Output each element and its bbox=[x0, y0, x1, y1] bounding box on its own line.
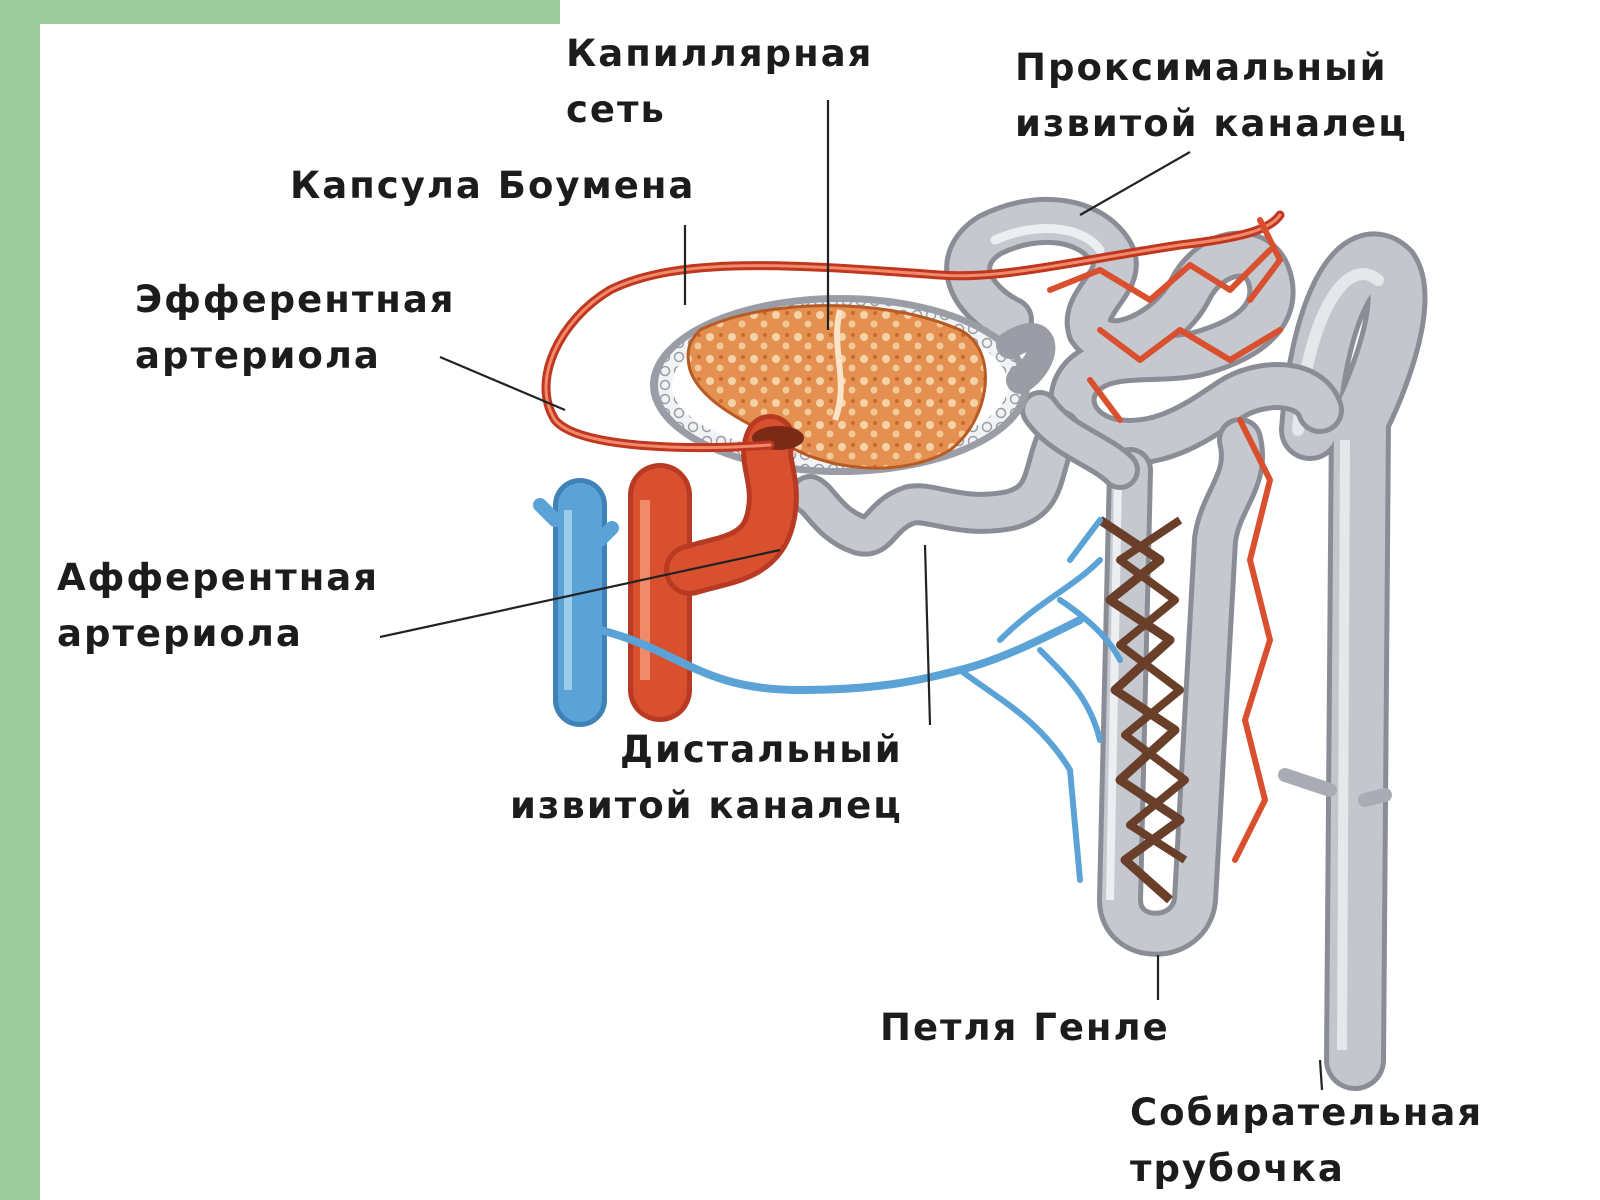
label-loop-of-henle-line1: Петля Генле bbox=[880, 1006, 1170, 1049]
label-proximal-tubule: Проксимальный извитой каналец bbox=[1015, 40, 1408, 152]
label-collecting-duct-line2: трубочка bbox=[1130, 1147, 1345, 1190]
collecting-duct bbox=[1278, 231, 1428, 1091]
label-proximal-tubule-line2: извитой каналец bbox=[1015, 102, 1408, 145]
leader-efferent-arteriole bbox=[439, 355, 566, 412]
renal-vein bbox=[533, 478, 619, 727]
label-distal-tubule: Дистальный извитой каналец bbox=[495, 722, 903, 834]
peritubular-arterial-capillaries bbox=[1047, 217, 1283, 863]
label-distal-tubule-line2: извитой каналец bbox=[510, 784, 903, 827]
label-efferent-arteriole-line1: Эфферентная bbox=[135, 278, 456, 321]
label-distal-tubule-line1: Дистальный bbox=[620, 728, 903, 771]
distal-convoluted-tubule bbox=[789, 390, 1140, 557]
green-frame-left bbox=[0, 0, 40, 1200]
label-capillary-net-line1: Капиллярная bbox=[566, 32, 874, 75]
label-loop-of-henle: Петля Генле bbox=[880, 1000, 1170, 1056]
label-afferent-arteriole-line1: Афферентная bbox=[57, 556, 380, 599]
leader-proximal-tubule bbox=[1079, 151, 1191, 216]
venous-capillary-network bbox=[596, 517, 1123, 883]
label-collecting-duct-line1: Собирательная bbox=[1130, 1091, 1484, 1134]
label-bowman-capsule-line1: Капсула Боумена bbox=[290, 164, 696, 207]
peritubular-capillaries bbox=[1097, 516, 1189, 904]
label-afferent-arteriole-line2: артериола bbox=[57, 612, 303, 655]
label-efferent-arteriole-line2: артериола bbox=[135, 334, 381, 377]
label-capillary-net-line2: сеть bbox=[566, 88, 666, 131]
label-collecting-duct: Собирательная трубочка bbox=[1130, 1085, 1483, 1197]
label-capillary-net: Капиллярная сеть bbox=[566, 26, 873, 138]
label-proximal-tubule-line1: Проксимальный bbox=[1015, 46, 1388, 89]
leader-distal-tubule bbox=[923, 544, 932, 726]
label-efferent-arteriole: Эфферентная артериола bbox=[135, 272, 456, 384]
efferent-arteriole bbox=[541, 210, 1285, 452]
label-bowman-capsule: Капсула Боумена bbox=[290, 158, 695, 214]
leader-collecting-duct bbox=[1318, 1059, 1324, 1091]
proximal-convoluted-tubule bbox=[944, 196, 1344, 466]
label-afferent-arteriole: Афферентная артериола bbox=[57, 550, 379, 662]
renal-artery bbox=[628, 414, 804, 722]
leader-lines bbox=[379, 100, 1324, 1091]
leader-afferent-arteriole bbox=[379, 548, 781, 639]
green-frame-top bbox=[0, 0, 560, 24]
